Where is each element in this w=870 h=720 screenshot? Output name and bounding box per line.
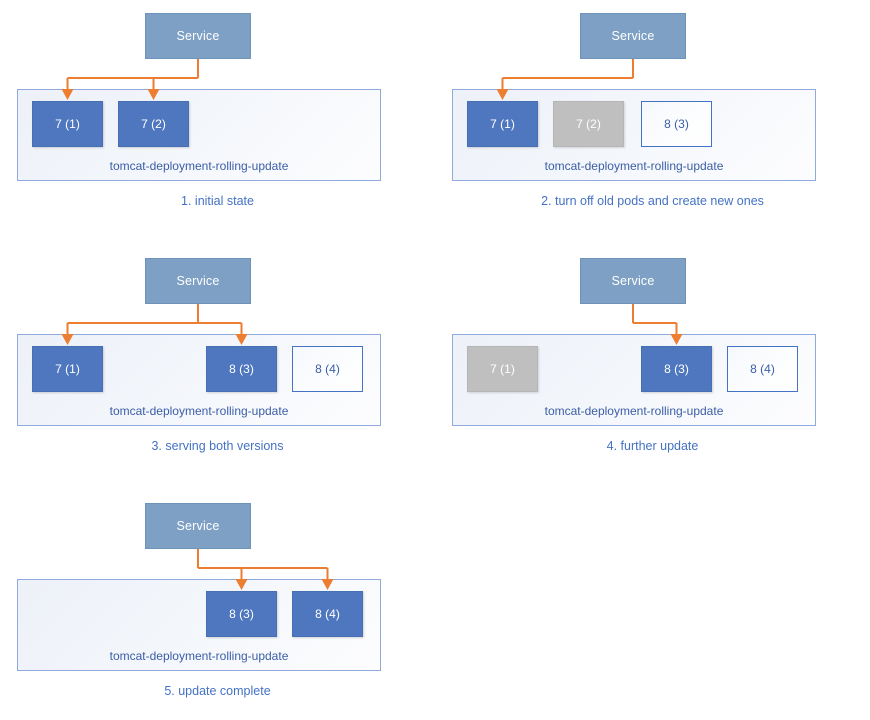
service-label: Service — [611, 29, 655, 43]
pod-label: 7 (1) — [490, 362, 515, 376]
service-label: Service — [611, 274, 655, 288]
pod-label: 8 (4) — [750, 362, 775, 376]
panel-caption: 4. further update — [606, 439, 699, 453]
pod-creating-slot4: 8 (4) — [727, 346, 798, 392]
pod-running-slot3: 8 (3) — [206, 346, 277, 392]
pod-running-slot2: 7 (2) — [118, 101, 189, 147]
pod-creating-slot4: 8 (4) — [292, 346, 363, 392]
pod-label: 7 (2) — [141, 117, 166, 131]
pod-running-slot3: 8 (3) — [206, 591, 277, 637]
panel-caption: 3. serving both versions — [151, 439, 284, 453]
service-label: Service — [176, 274, 220, 288]
pod-running-slot1: 7 (1) — [32, 101, 103, 147]
pod-running-slot1: 7 (1) — [467, 101, 538, 147]
pod-label: 7 (2) — [576, 117, 601, 131]
panel-step-4: Service tomcat-deployment-rolling-update 7… — [435, 245, 870, 475]
deployment-name-label: tomcat-deployment-rolling-update — [109, 404, 289, 418]
pod-terminating-slot2: 7 (2) — [553, 101, 624, 147]
pod-label: 7 (1) — [490, 117, 515, 131]
service-box: Service — [145, 13, 251, 59]
panel-caption: 2. turn off old pods and create new ones — [541, 194, 764, 208]
pod-terminating-slot1: 7 (1) — [467, 346, 538, 392]
panel-caption: 1. initial state — [181, 194, 254, 208]
pod-label: 8 (3) — [229, 607, 254, 621]
service-box: Service — [580, 258, 686, 304]
pod-running-slot3: 8 (3) — [641, 346, 712, 392]
pod-label: 8 (3) — [664, 362, 689, 376]
panel-step-1: Service tomcat-deployment-rolling-update 7… — [0, 0, 435, 230]
pod-label: 8 (3) — [229, 362, 254, 376]
pod-label: 7 (1) — [55, 362, 80, 376]
service-box: Service — [145, 258, 251, 304]
service-label: Service — [176, 29, 220, 43]
panel-caption: 5. update complete — [164, 684, 271, 698]
panel-step-5: Service tomcat-deployment-rolling-update 8… — [0, 490, 435, 720]
pod-running-slot4: 8 (4) — [292, 591, 363, 637]
pod-running-slot1: 7 (1) — [32, 346, 103, 392]
deployment-name-label: tomcat-deployment-rolling-update — [109, 649, 289, 663]
pod-creating-slot3: 8 (3) — [641, 101, 712, 147]
deployment-name-label: tomcat-deployment-rolling-update — [109, 159, 289, 173]
deployment-name-label: tomcat-deployment-rolling-update — [544, 159, 724, 173]
pod-label: 8 (4) — [315, 362, 340, 376]
service-box: Service — [145, 503, 251, 549]
service-box: Service — [580, 13, 686, 59]
panel-step-2: Service tomcat-deployment-rolling-update 7… — [435, 0, 870, 230]
pod-label: 8 (3) — [664, 117, 689, 131]
pod-label: 8 (4) — [315, 607, 340, 621]
pod-label: 7 (1) — [55, 117, 80, 131]
panel-step-3: Service tomcat-deployment-rolling-update 7… — [0, 245, 435, 475]
deployment-name-label: tomcat-deployment-rolling-update — [544, 404, 724, 418]
service-label: Service — [176, 519, 220, 533]
